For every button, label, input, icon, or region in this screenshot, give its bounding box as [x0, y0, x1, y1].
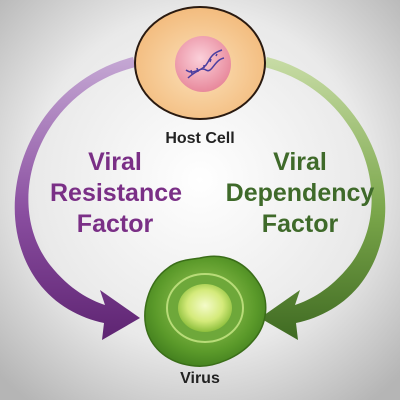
dependency-line-1: Viral	[273, 148, 327, 176]
dependency-line-3: Factor	[261, 210, 339, 238]
resistance-factor-label: Viral Resistance Factor	[50, 147, 183, 240]
dependency-line-2: Dependency	[225, 179, 375, 207]
virus-label: Virus	[180, 370, 220, 387]
nucleus	[175, 36, 231, 92]
virus-core	[178, 284, 232, 332]
resistance-line-1: Viral	[88, 148, 142, 176]
dependency-arrow	[260, 57, 386, 340]
dependency-factor-label: Viral Dependency Factor	[215, 147, 385, 240]
resistance-line-3: Factor	[76, 210, 154, 238]
resistance-arrow	[14, 57, 141, 340]
resistance-line-2: Resistance	[50, 179, 183, 207]
dna-helix-icon	[185, 49, 225, 79]
host-cell-label: Host Cell	[165, 130, 235, 147]
